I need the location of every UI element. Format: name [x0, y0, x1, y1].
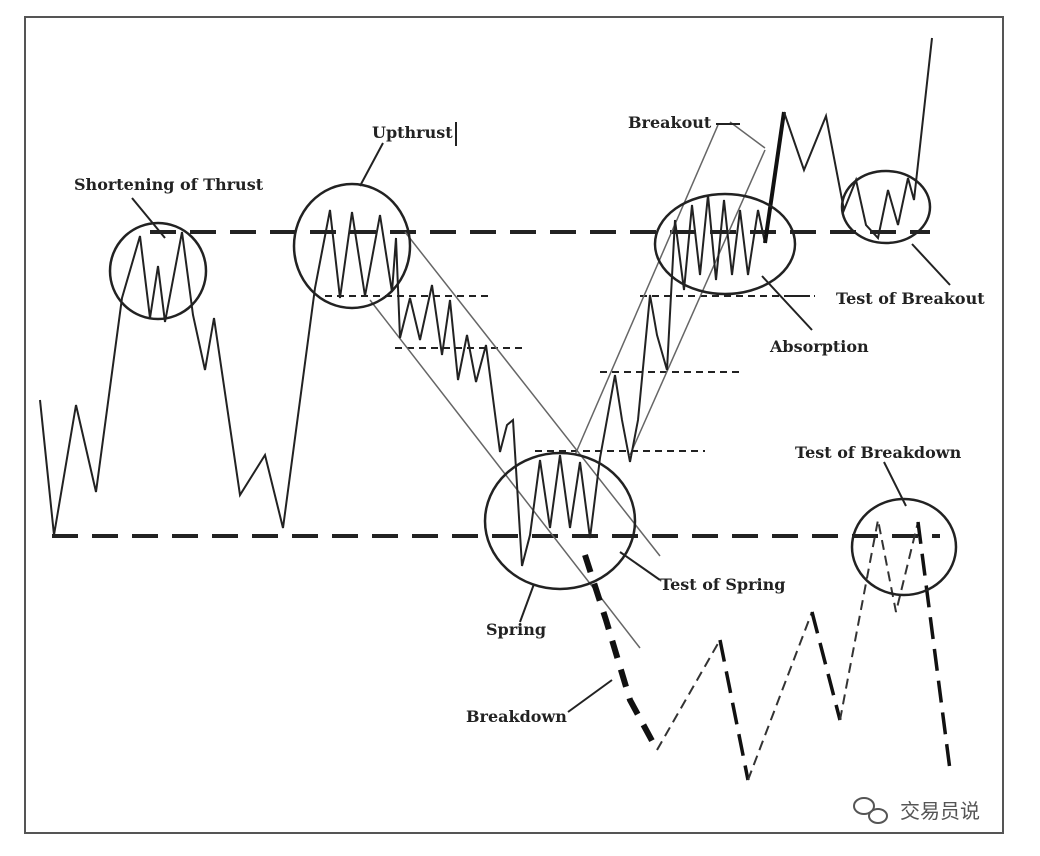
- label-absorption: Absorption: [769, 337, 869, 356]
- price-path: [39, 194, 766, 567]
- circle-spring: [483, 451, 637, 591]
- breakdown-rebound-solid-2: [810, 611, 842, 721]
- final-breakdown: [916, 521, 952, 771]
- breakdown-rebound-path: [656, 639, 721, 751]
- leader-lines: [131, 122, 951, 713]
- label-spring: Spring: [486, 620, 546, 639]
- test-breakdown-path: [839, 519, 919, 721]
- label-shortening-of-thrust: Shortening of Thrust: [74, 175, 264, 194]
- up-channel: [574, 121, 766, 456]
- breakdown-path: [582, 554, 660, 752]
- circle-upthrust: [292, 182, 412, 310]
- watermark: 交易员说: [853, 797, 980, 824]
- label-breakout: Breakout: [628, 113, 712, 132]
- circle-absorption: [653, 192, 797, 296]
- label-test-of-breakout: Test of Breakout: [836, 289, 985, 308]
- label-breakdown: Breakdown: [466, 707, 567, 726]
- circle-test-breakout: [840, 169, 932, 245]
- post-breakout-path: [783, 37, 933, 241]
- circle-shortening: [108, 221, 208, 321]
- breakdown-rebound-solid: [718, 639, 750, 781]
- breakdown-rebound-path-2: [747, 611, 813, 781]
- circles: [108, 169, 958, 597]
- circle-test-breakdown: [850, 497, 958, 597]
- minor-levels: [325, 295, 815, 452]
- label-test-of-spring: Test of Spring: [660, 575, 785, 594]
- breakout-move: [763, 111, 786, 244]
- watermark-text: 交易员说: [900, 799, 980, 823]
- wechat-icon: [853, 797, 888, 824]
- label-upthrust: Upthrust: [372, 123, 453, 142]
- label-test-of-breakdown: Test of Breakdown: [795, 443, 962, 462]
